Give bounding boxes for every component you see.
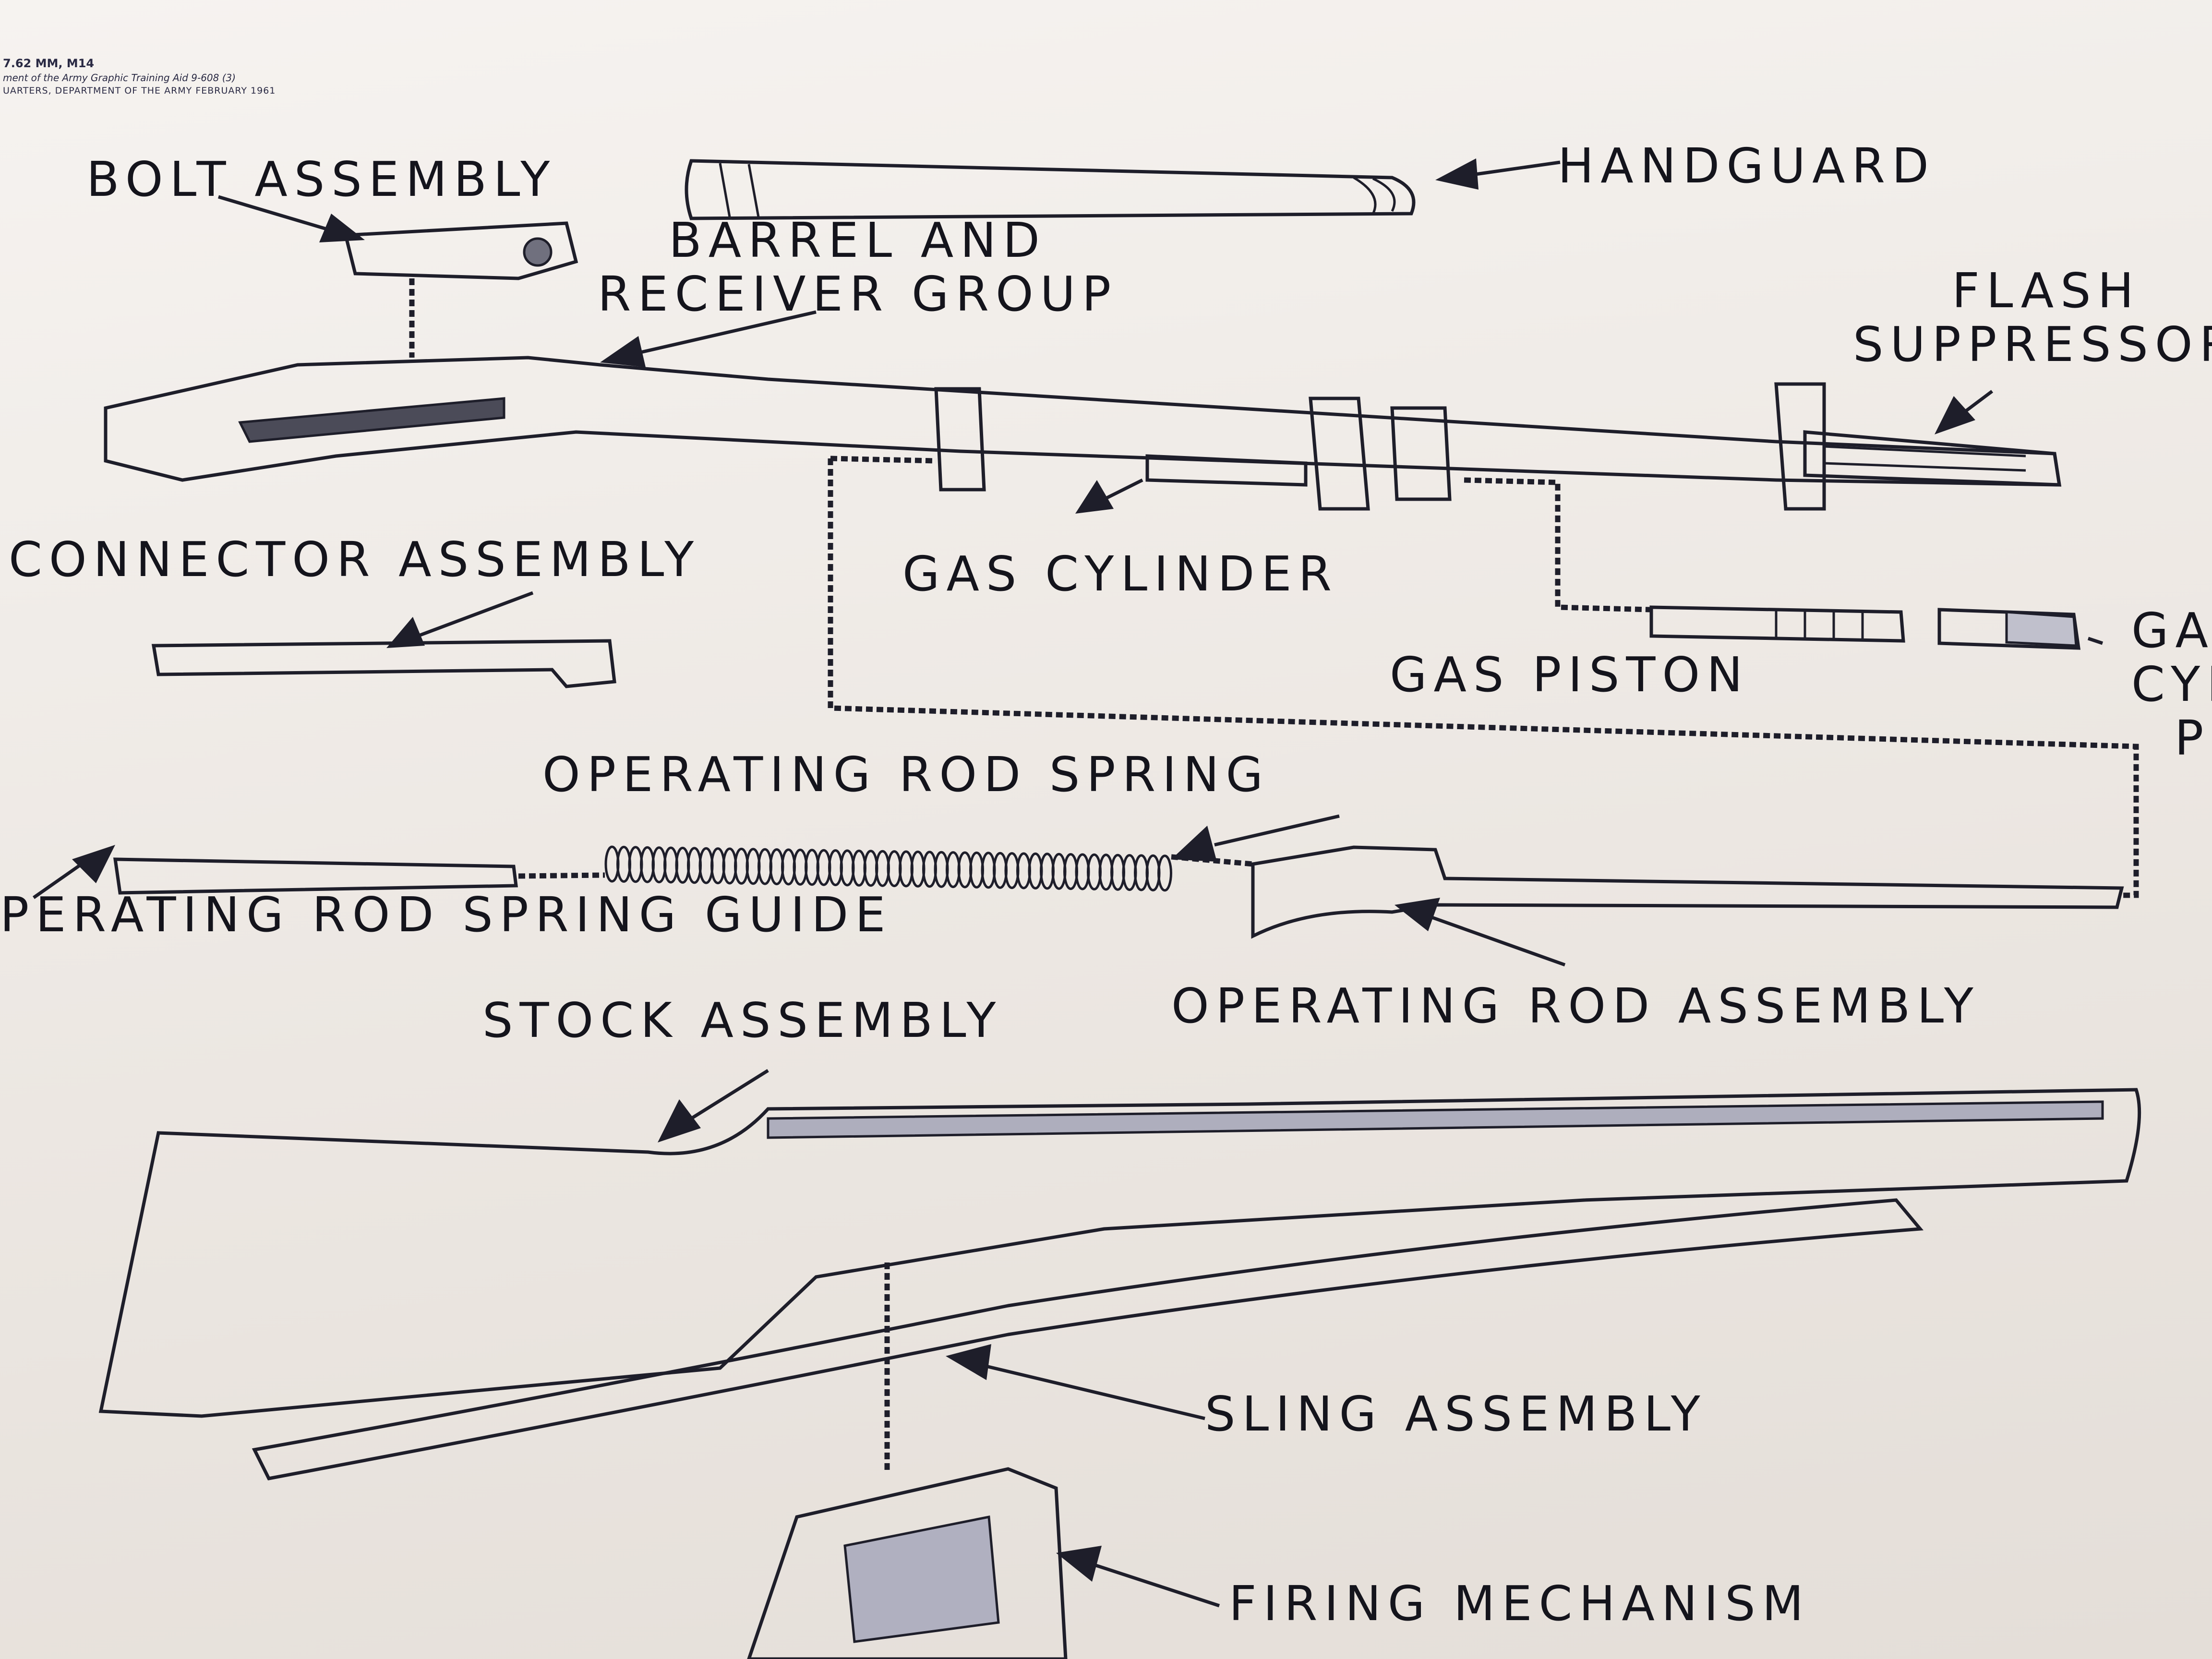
- label-operating-rod-spring: OPERATING ROD SPRING: [542, 746, 1270, 803]
- spring-guide-part: [113, 857, 518, 895]
- label-plug-line3: P: [2175, 710, 2211, 766]
- operating-rod-assembly-part: [1251, 845, 2124, 939]
- label-handguard: HANDGUARD: [1558, 138, 1936, 194]
- spring-coil: [1157, 854, 1172, 892]
- label-sling-assembly: SLING ASSEMBLY: [1205, 1386, 1707, 1442]
- gas-piston-part: [1649, 605, 2081, 650]
- bolt-assembly-part: [343, 221, 578, 280]
- label-barrel-line1: BARREL AND: [669, 212, 1047, 268]
- header-department: UARTERS, DEPARTMENT OF THE ARMY FEBRUARY…: [3, 85, 276, 96]
- barrel-receiver-part: [104, 356, 2062, 511]
- label-gas-cylinder: GAS CYLINDER: [902, 546, 1338, 602]
- connector-assembly-part: [151, 639, 616, 688]
- operating-rod-spring-part: [604, 845, 1172, 892]
- sling-assembly-part: [252, 1198, 1924, 1480]
- label-flash-line1: FLASH: [1952, 263, 2140, 319]
- label-barrel-receiver-group: BARREL AND RECEIVER GROUP: [598, 214, 1118, 321]
- header-title: 7.62 MM, M14: [3, 57, 95, 70]
- label-plug-line1: GA: [2131, 602, 2212, 659]
- label-flash-suppressor: FLASH SUPPRESSOR: [1853, 264, 2212, 372]
- leader-arrows: [32, 158, 2104, 1608]
- header-subtitle: ment of the Army Graphic Training Aid 9-…: [3, 72, 236, 84]
- chart-header: 7.62 MM, M14 ment of the Army Graphic Tr…: [3, 57, 276, 96]
- handguard-part: [685, 159, 1416, 220]
- gas-cylinder-part: [1145, 454, 1308, 487]
- label-operating-rod-spring-guide: PERATING ROD SPRING GUIDE: [0, 887, 892, 943]
- label-gas-cylinder-plug: GA CYLI P: [2131, 604, 2212, 765]
- label-flash-line2: SUPPRESSOR: [1853, 316, 2212, 373]
- label-stock-assembly: STOCK ASSEMBLY: [482, 992, 1003, 1048]
- label-gas-piston: GAS PISTON: [1390, 647, 1750, 703]
- label-plug-line2: CYLI: [2131, 656, 2212, 712]
- firing-mechanism-part: [747, 1467, 1068, 1659]
- stock-assembly-part: [98, 1088, 2141, 1418]
- label-bolt-assembly: BOLT ASSEMBLY: [86, 151, 557, 207]
- assembly-dashed-lines: [409, 278, 2139, 1474]
- label-operating-rod-assembly: OPERATING ROD ASSEMBLY: [1171, 978, 1980, 1034]
- label-barrel-line2: RECEIVER GROUP: [598, 266, 1118, 322]
- label-firing-mechanism: FIRING MECHANISM: [1229, 1575, 1811, 1632]
- label-connector-assembly: CONNECTOR ASSEMBLY: [9, 531, 701, 588]
